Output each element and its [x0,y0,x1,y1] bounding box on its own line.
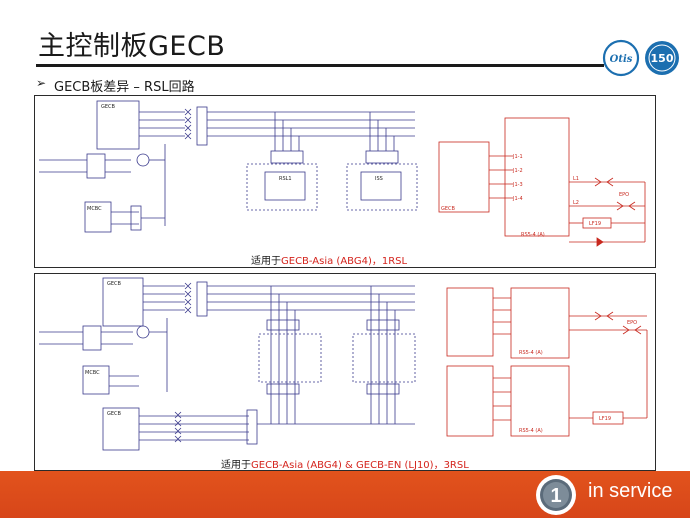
panel2-caption: 适用于GECB-Asia (ABG4) & GECB-EN (LJ10)，3RS… [221,456,469,471]
subtitle-text: GECB板差异 – RSL回路 [54,80,195,95]
title-divider [36,64,604,67]
l2-label: L2 [573,200,579,206]
l1-label: L1 [573,176,579,182]
lf19-label-2: LF19 [599,416,611,422]
panel1-caption-highlight: GECB-Asia (ABG4)，1RSL [281,256,408,267]
panel1-caption: 适用于GECB-Asia (ABG4)，1RSL [251,252,407,267]
lf19-label: LF19 [589,221,601,227]
gecb-bottom-label: GECB [107,411,122,417]
schematic-3rsl: GECB GECB MCBC RS5-4 (A) RS5-4 (A) LF19 … [39,277,648,451]
j1-2-label: J1-2 [512,168,523,174]
rsl1-label: RSL1 [279,176,292,182]
j1-3-label: J1-3 [512,182,523,188]
slide-title: 主控制板GECB [38,31,226,62]
rs-bottom-label: RS5-4 (A) [519,428,543,434]
footer-label: in service [588,480,673,502]
epo-label-2: EPO [627,320,637,326]
footer-bar [0,471,690,518]
schematic-1rsl: GECB RSL1 ISS MCBC J1-1 J1-2 J1-3 J1-4 G… [39,100,646,247]
panel1-caption-prefix: 适用于 [251,256,281,267]
gecb-box-label: GECB [101,104,116,110]
j1-4-label: J1-4 [512,196,523,202]
subtitle: ➢ GECB板差异 – RSL回路 [36,76,195,95]
rsl-circuit-diagram-1rsl: GECB RSL1 ISS MCBC J1-1 J1-2 J1-3 J1-4 G… [34,95,656,268]
panel2-caption-prefix: 适用于 [221,460,251,471]
otis-150-logo: Otis 150 [602,38,684,78]
mcbc-label: MCBC [87,206,102,212]
step-number: 1 [550,485,561,507]
panel2-caption-highlight: GECB-Asia (ABG4) & GECB-EN (LJ10)，3RSL [251,460,469,471]
rs-top-label: RS5-4 (A) [519,350,543,356]
epo-label: EPO [619,192,629,198]
mcbc-label-2: MCBC [85,370,100,376]
bullet-icon: ➢ [36,76,47,90]
j1-1-label: J1-1 [512,154,523,160]
iss-label: ISS [375,176,383,182]
gecb-top-label: GECB [107,281,122,287]
gecb-red-label: GECB [441,206,456,212]
rsl-circuit-diagram-3rsl: GECB GECB MCBC RS5-4 (A) RS5-4 (A) LF19 … [34,273,656,471]
rs-module-label: RS5-4 (A) [521,232,545,238]
logo-anniversary: 150 [651,52,674,65]
step-number-badge-icon: 1 [534,473,578,517]
logo-brand-text: Otis [610,54,633,65]
